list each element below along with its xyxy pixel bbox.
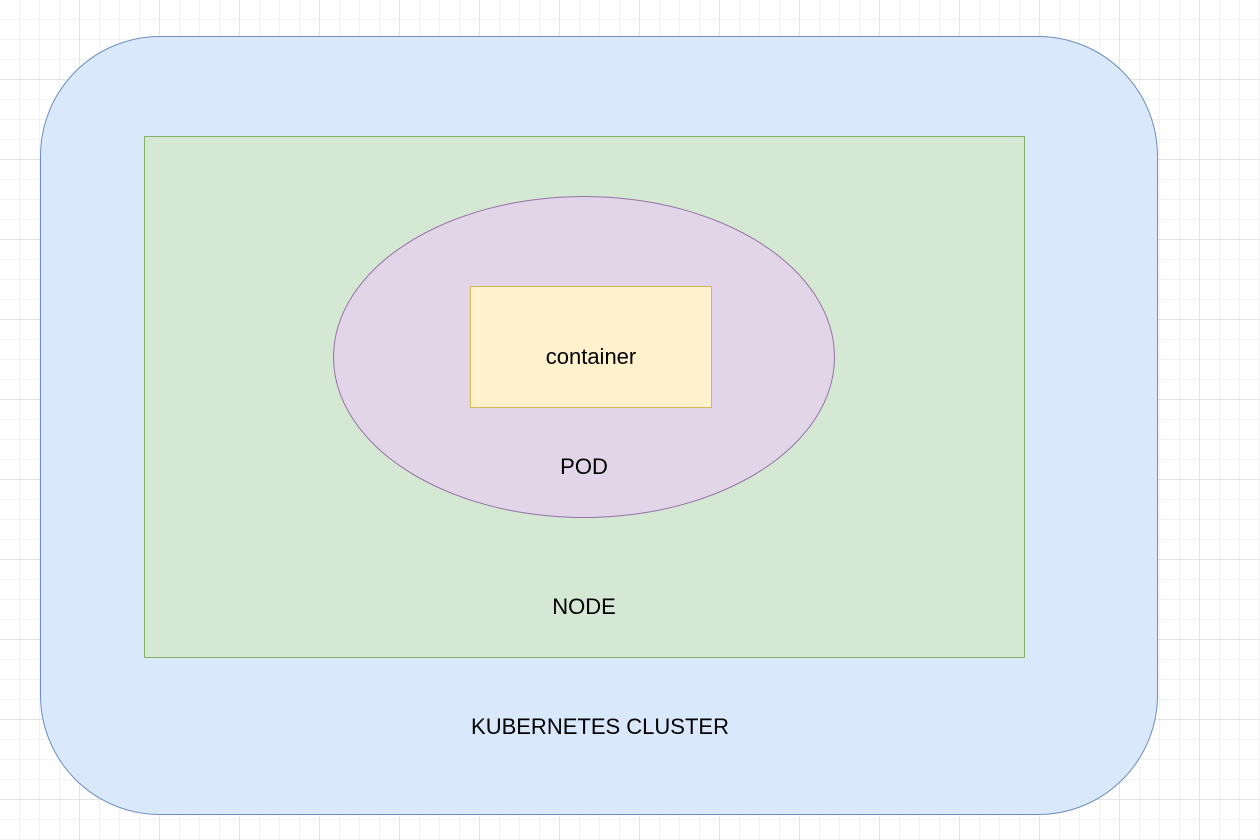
pod-label: POD xyxy=(560,454,608,479)
container-label: container xyxy=(545,344,637,369)
node-label: NODE xyxy=(552,594,616,619)
cluster-label: KUBERNETES CLUSTER xyxy=(471,714,729,739)
container-shape[interactable] xyxy=(470,286,712,408)
